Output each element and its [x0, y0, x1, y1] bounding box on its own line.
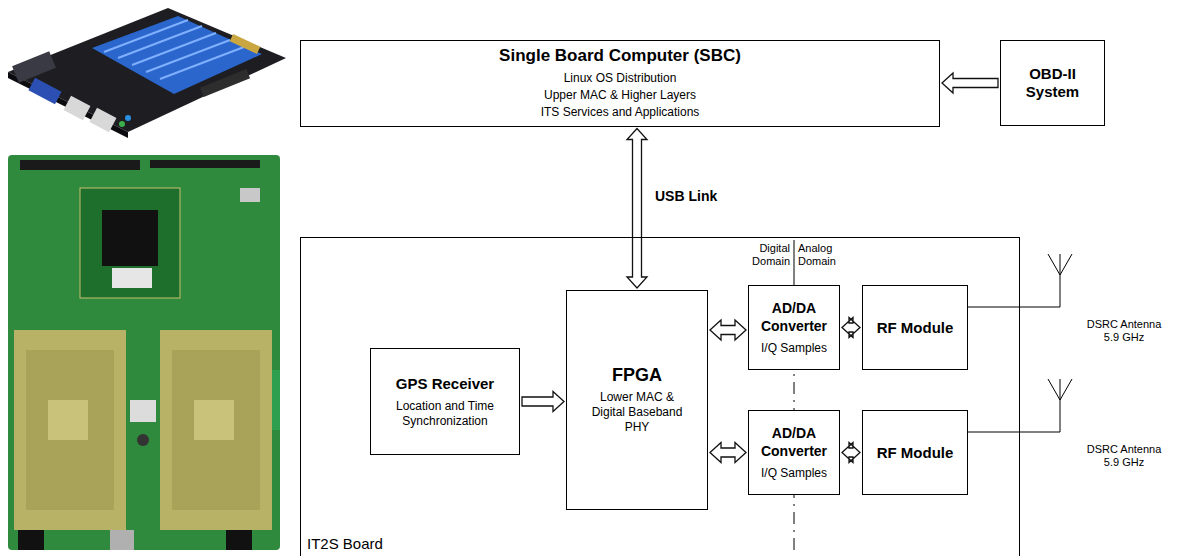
motherboard-photo: [8, 8, 286, 138]
antenna-symbol-part: [968, 388, 1060, 432]
motherboard-photo-part: [119, 121, 125, 127]
antenna-label: DSRC Antenna 5.9 GHz: [1080, 443, 1168, 469]
antenna-symbol-part: [1048, 379, 1060, 400]
motherboard-photo-part: [132, 33, 216, 65]
board-photo-part: [18, 530, 44, 550]
antenna-symbol-part: [1060, 254, 1061, 262]
board-photo-part: [226, 530, 252, 550]
node-body: I/Q Samples: [761, 341, 827, 356]
node-heading: RF Module: [877, 319, 954, 337]
motherboard-photo-part: [160, 47, 244, 79]
board-photo-part: [240, 188, 260, 202]
board-photo-part: [14, 330, 126, 530]
board-photo-part: [26, 350, 114, 510]
node-body: Upper MAC & Higher Layers: [544, 88, 696, 103]
board-photo-part: [80, 188, 180, 298]
node-heading: FPGA: [612, 366, 662, 384]
antenna-symbol-part: [1048, 254, 1060, 275]
node-heading: OBD-II System: [1007, 65, 1098, 101]
block-arrow: [710, 443, 746, 463]
node-heading: Single Board Computer (SBC): [499, 47, 741, 65]
board-photo-part: [48, 400, 88, 440]
motherboard-photo-part: [64, 96, 91, 120]
node-body: ITS Services and Applications: [541, 105, 700, 120]
node-body: I/Q Samples: [761, 466, 827, 481]
computer-box: Single Board Computer (SBC) Linux OS Dist…: [300, 40, 940, 127]
antenna-symbol-part: [968, 262, 1060, 307]
board-photo-part: [110, 530, 134, 550]
motherboard-photo-part: [90, 108, 117, 132]
converter-box: AD/DA ConverterI/Q Samples: [748, 410, 840, 495]
domain-divider-part: [794, 240, 795, 278]
motherboard-photo-part: [125, 115, 131, 121]
converter-box: AD/DA ConverterI/Q Samples: [748, 285, 840, 370]
motherboard-photo-part: [200, 69, 250, 97]
domain-label: Analog Domain: [798, 242, 850, 268]
antenna-symbol-part: [1060, 254, 1072, 275]
block-arrow: [842, 318, 860, 338]
node-heading: AD/DA Converter: [755, 299, 833, 335]
antenna-label: DSRC Antenna 5.9 GHz: [1080, 318, 1168, 344]
board-photo-part: [112, 268, 152, 288]
block-arrow: [942, 73, 998, 93]
motherboard-photo-part: [146, 40, 230, 72]
antenna-symbol-part: [1060, 379, 1061, 388]
fpga-box: FPGA Lower MAC & Digital Baseband PHY: [566, 290, 708, 510]
motherboard-photo-part: [28, 78, 61, 104]
node-body: Linux OS Distribution: [564, 71, 677, 86]
board-photo-part: [194, 400, 234, 440]
link-label: USB Link: [653, 188, 719, 205]
block-arrow: [522, 392, 564, 412]
board-photo-part: [8, 155, 280, 550]
block-arrow: [627, 129, 647, 289]
board-photo-part: [130, 400, 156, 422]
node-heading: RF Module: [877, 444, 954, 462]
board-photo-part: [172, 350, 260, 510]
motherboard-photo-part: [8, 8, 286, 132]
rf-module-box: RF Module: [862, 285, 968, 370]
board-photo-part: [137, 434, 149, 446]
board-photo-part: [150, 160, 260, 168]
receiver-box: GPS ReceiverLocation and Time Synchroniz…: [370, 348, 520, 455]
motherboard-photo-part: [118, 26, 202, 58]
motherboard-photo-part: [8, 72, 128, 138]
motherboard-photo-part: [12, 51, 56, 83]
board-outline: GPS ReceiverLocation and Time Synchroniz…: [300, 237, 1020, 556]
domain-label: Digital Domain: [740, 242, 790, 268]
board-photo: [8, 155, 280, 550]
node-body: Location and Time Synchronization: [377, 399, 513, 429]
board-photo-part: [20, 160, 140, 170]
node-heading: IT2S Board: [307, 535, 383, 553]
node-body: Lower MAC & Digital Baseband PHY: [585, 390, 689, 435]
antenna-symbol: [968, 254, 1072, 432]
block-arrow: [842, 443, 860, 463]
antenna-symbol-part: [1060, 379, 1072, 400]
rf-module-box: RF Module: [862, 410, 968, 495]
board-photo-part: [102, 210, 158, 266]
system-box: OBD-II System: [1000, 40, 1105, 126]
motherboard-photo-part: [230, 34, 261, 54]
node-heading: AD/DA Converter: [755, 424, 833, 460]
board-photo-part: [160, 330, 272, 530]
block-arrow: [710, 320, 746, 340]
node-heading: GPS Receiver: [396, 375, 494, 393]
